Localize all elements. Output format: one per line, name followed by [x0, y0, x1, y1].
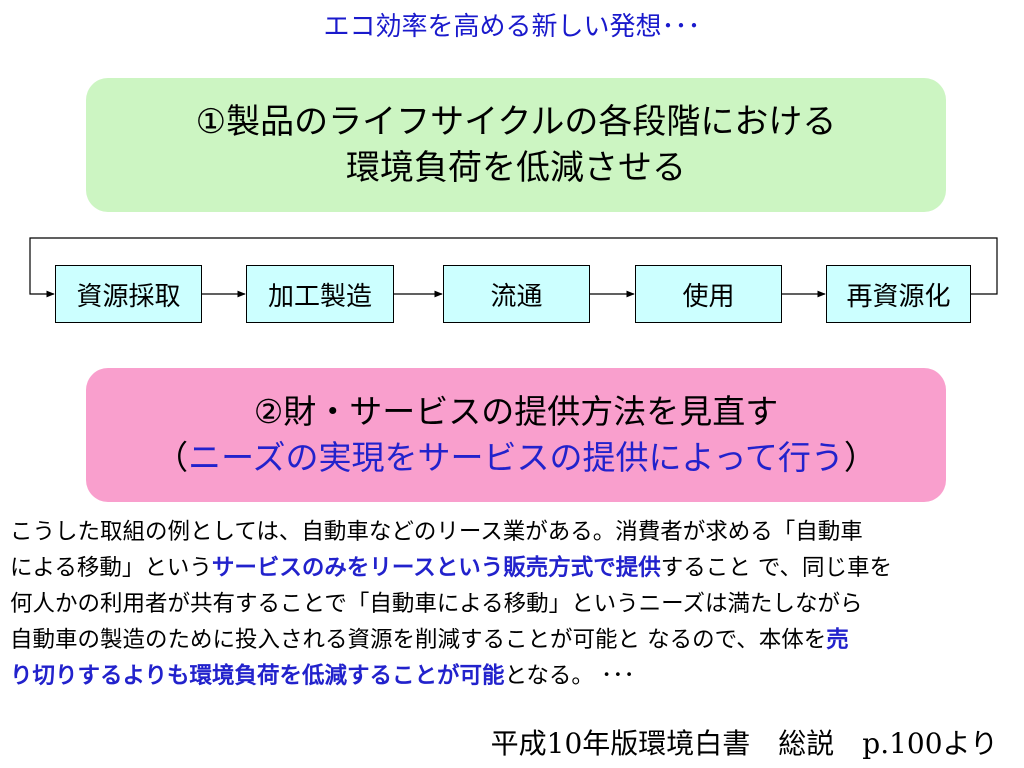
body-line-5-part-b: となる。 ･･･ [504, 663, 635, 689]
box1-line1: ①製品のライフサイクルの各段階における [195, 102, 837, 142]
body-line-3: 何人かの利用者が共有することで「自動車による移動」というニーズは満たしながら [10, 591, 863, 617]
stage-use: 使用 [635, 265, 782, 323]
source-citation: 平成10年版環境白書 総説 p.100より [490, 727, 998, 760]
box2-line1: ②財・サービスの提供方法を見直す [253, 392, 779, 431]
stage-recycling: 再資源化 [826, 265, 971, 323]
body-highlight-2b: り切りするよりも環境負荷を低減することが可能 [10, 663, 505, 689]
lifecycle-approach-box: ①製品のライフサイクルの各段階における 環境負荷を低減させる [86, 78, 946, 212]
box2-needs-text: ニーズの実現をサービスの提供によって行う [188, 438, 844, 477]
body-line-4: 自動車の製造のために投入される資源を削減することが可能と なるので、本体を売 [10, 622, 1015, 658]
close-paren: ） [843, 438, 877, 477]
recycle-loop-arrow [29, 237, 998, 298]
open-paren: （ [155, 438, 189, 477]
body-highlight-1: サービスのみをリースという販売方式で提供 [211, 555, 661, 581]
stage-manufacturing: 加工製造 [246, 265, 394, 323]
slide-title: エコ効率を高める新しい発想･･･ [323, 12, 701, 42]
body-line-1: こうした取組の例としては、自動車などのリース業がある。消費者が求める「自動車 [10, 519, 863, 545]
box1-line2: 環境負荷を低減させる [346, 148, 686, 188]
service-approach-box: ②財・サービスの提供方法を見直す （ニーズの実現をサービスの提供によって行う） [86, 368, 946, 502]
body-line-4-part-a: 自動車の製造のために投入される資源を削減することが可能と なるので、本体を [10, 627, 827, 653]
stage-resource-extraction: 資源採取 [55, 265, 202, 323]
body-line-5: り切りするよりも環境負荷を低減することが可能となる。 ･･･ [10, 658, 1015, 694]
body-highlight-2a: 売 [826, 627, 849, 653]
box2-line2: （ニーズの実現をサービスの提供によって行う） [155, 435, 877, 481]
body-line-2-part-c: すること で、同じ車を [660, 555, 892, 581]
explanation-paragraph: こうした取組の例としては、自動車などのリース業がある。消費者が求める「自動車 に… [10, 514, 1015, 694]
body-line-2: による移動」というサービスのみをリースという販売方式で提供すること で、同じ車を [10, 550, 1015, 586]
stage-distribution: 流通 [443, 265, 590, 323]
body-line-2-part-a: による移動」という [10, 555, 212, 581]
